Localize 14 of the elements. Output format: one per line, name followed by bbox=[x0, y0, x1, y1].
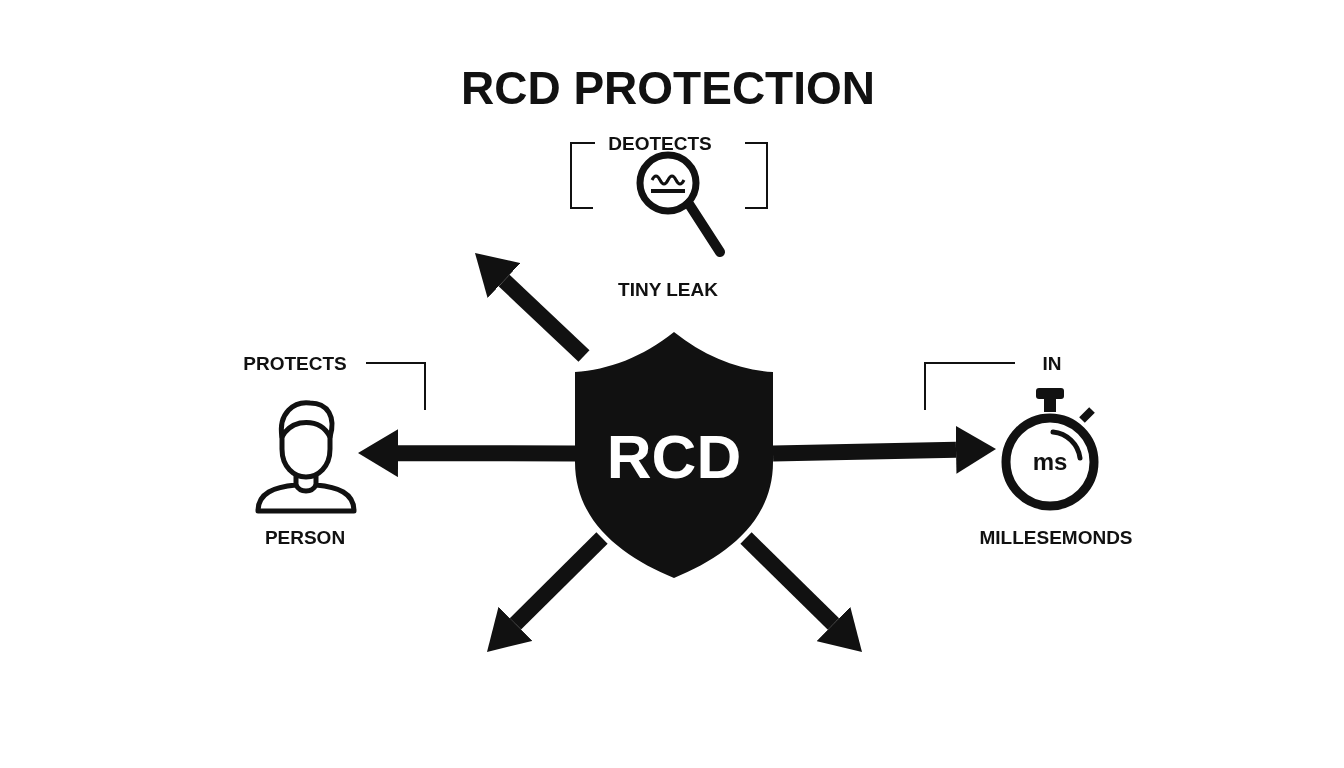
arrow bbox=[358, 429, 575, 478]
caption-text: IN bbox=[1042, 353, 1062, 373]
node-label: RCD bbox=[606, 426, 742, 488]
node-label: ms bbox=[1032, 450, 1068, 474]
caption-text: MILLESEMONDS bbox=[979, 527, 1133, 547]
title: RCD PROTECTION bbox=[461, 65, 875, 111]
caption-text: PERSON bbox=[264, 527, 346, 547]
arrow bbox=[487, 532, 608, 652]
label-text: TINY LEAK bbox=[618, 279, 718, 299]
arrow bbox=[772, 425, 996, 474]
arrow bbox=[475, 253, 590, 362]
caption-text: PROTECTS bbox=[243, 353, 347, 373]
label-text: DEOTECTS bbox=[608, 133, 712, 153]
arrow bbox=[740, 532, 862, 652]
